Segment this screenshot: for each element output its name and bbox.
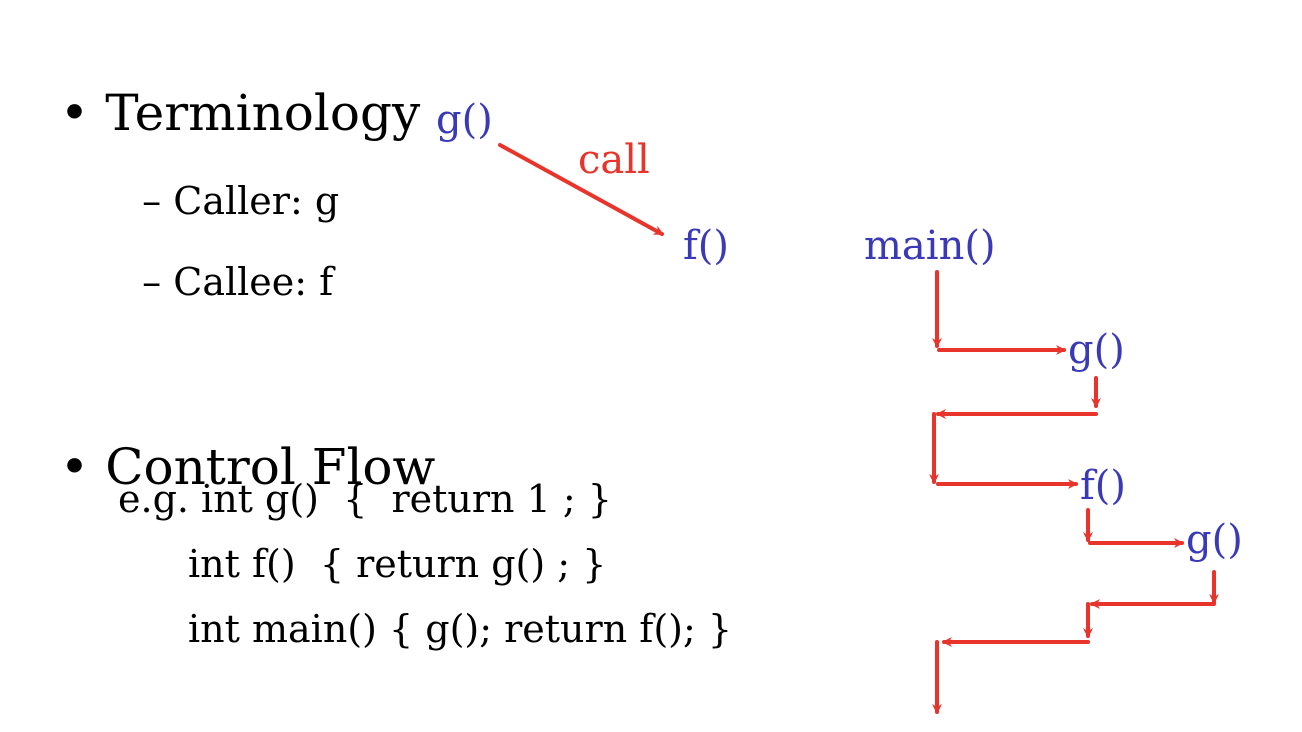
- caller-label: g(): [436, 97, 493, 143]
- bullet-title-control-flow: Control Flow: [105, 438, 436, 496]
- callee-label: f(): [683, 223, 730, 269]
- flow-node-g-2: g(): [1186, 517, 1243, 563]
- flow-node-f: f(): [1080, 463, 1127, 509]
- bullet-dot: •: [59, 438, 90, 496]
- dash: –: [142, 260, 174, 304]
- bullet-dot: •: [59, 84, 90, 142]
- bullet-title-terminology: Terminology: [105, 84, 421, 142]
- call-edge-label: call: [578, 137, 650, 183]
- dash: –: [142, 179, 174, 223]
- flow-node-g-1: g(): [1068, 327, 1125, 373]
- code-line-main: int main() { g(); return f(); }: [188, 607, 733, 651]
- call-arrow: [498, 143, 664, 236]
- code-line-g: e.g. int g() { return 1 ; }: [118, 477, 612, 521]
- bullet-terminology: • Terminology: [28, 38, 420, 138]
- subitem-caller: – Caller: g: [142, 179, 340, 223]
- flow-node-main: main(): [864, 223, 996, 269]
- code-line-f: int f() { return g() ; }: [188, 542, 607, 586]
- bullet-control-flow: • Control Flow: [28, 392, 436, 492]
- subitem-callee: – Callee: f: [142, 260, 334, 304]
